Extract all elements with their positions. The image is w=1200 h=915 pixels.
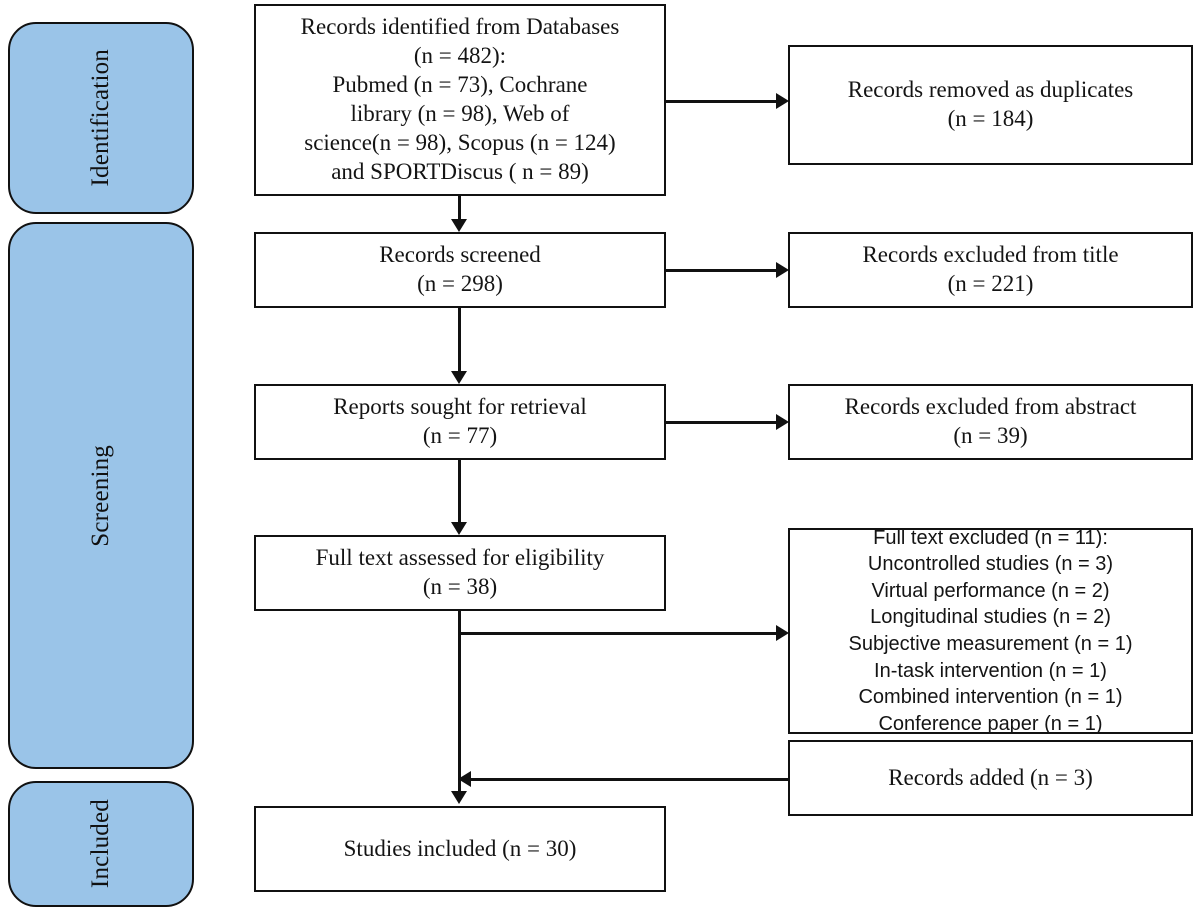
stage-label-included: Included (87, 799, 114, 889)
box-reports-sought-retrieval: Reports sought for retrieval (n = 77) (254, 384, 666, 460)
connector-screened-to-excluded-title (666, 269, 776, 272)
arrowhead-sought-to-excluded-abstract (776, 414, 789, 430)
box-full-text-assessed: Full text assessed for eligibility (n = … (254, 535, 666, 611)
connector-identified-to-screened (458, 196, 461, 219)
connector-sought-to-full-text (458, 460, 461, 522)
box-records-screened-text: Records screened (n = 298) (379, 242, 541, 296)
box-full-text-excluded-reasons: Full text excluded (n = 11): Uncontrolle… (788, 527, 1193, 735)
stage-label-identification: Identification (87, 49, 114, 187)
arrowhead-identified-to-duplicates (776, 93, 789, 109)
connector-full-text-to-excluded-reasons (458, 632, 776, 635)
arrowhead-screened-to-excluded-title (776, 262, 789, 278)
box-records-excluded-abstract: Records excluded from abstract (n = 39) (788, 384, 1193, 460)
box-full-text-assessed-text: Full text assessed for eligibility (n = … (315, 545, 605, 599)
box-records-identified-text: Records identified from Databases (n = 4… (300, 14, 620, 184)
box-records-added-text: Records added (n = 3) (888, 764, 1093, 790)
box-records-removed-duplicates-text: Records removed as duplicates (n = 184) (847, 77, 1134, 131)
arrowhead-sought-to-full-text (451, 522, 467, 535)
box-studies-included: Studies included (n = 30) (254, 806, 666, 892)
box-records-excluded-abstract-text: Records excluded from abstract (n = 39) (844, 394, 1137, 448)
arrowhead-screened-to-sought (451, 371, 467, 384)
stage-box-screening: Screening (8, 222, 194, 769)
stage-label-screening: Screening (87, 444, 114, 547)
box-records-screened: Records screened (n = 298) (254, 232, 666, 308)
stage-box-identification: Identification (8, 22, 194, 214)
arrowhead-identified-to-screened (451, 219, 467, 232)
box-records-added: Records added (n = 3) (788, 740, 1193, 816)
arrowhead-full-text-to-excluded-reasons (776, 625, 789, 641)
connector-full-text-to-included (458, 611, 461, 791)
stage-box-included: Included (8, 781, 194, 907)
connector-records-added-to-spine (471, 778, 788, 781)
box-records-excluded-title: Records excluded from title (n = 221) (788, 232, 1193, 308)
box-full-text-excluded-reasons-text: Full text excluded (n = 11): Uncontrolle… (848, 526, 1133, 735)
connector-sought-to-excluded-abstract (666, 421, 776, 424)
connector-identified-to-duplicates (666, 100, 776, 103)
box-records-removed-duplicates: Records removed as duplicates (n = 184) (788, 45, 1193, 165)
box-records-excluded-title-text: Records excluded from title (n = 221) (862, 242, 1119, 296)
box-reports-sought-retrieval-text: Reports sought for retrieval (n = 77) (333, 394, 587, 448)
box-records-identified: Records identified from Databases (n = 4… (254, 4, 666, 196)
box-studies-included-text: Studies included (n = 30) (343, 835, 577, 861)
arrowhead-records-added-to-spine (458, 771, 471, 787)
arrowhead-full-text-to-included (451, 791, 467, 804)
connector-screened-to-sought (458, 308, 461, 371)
